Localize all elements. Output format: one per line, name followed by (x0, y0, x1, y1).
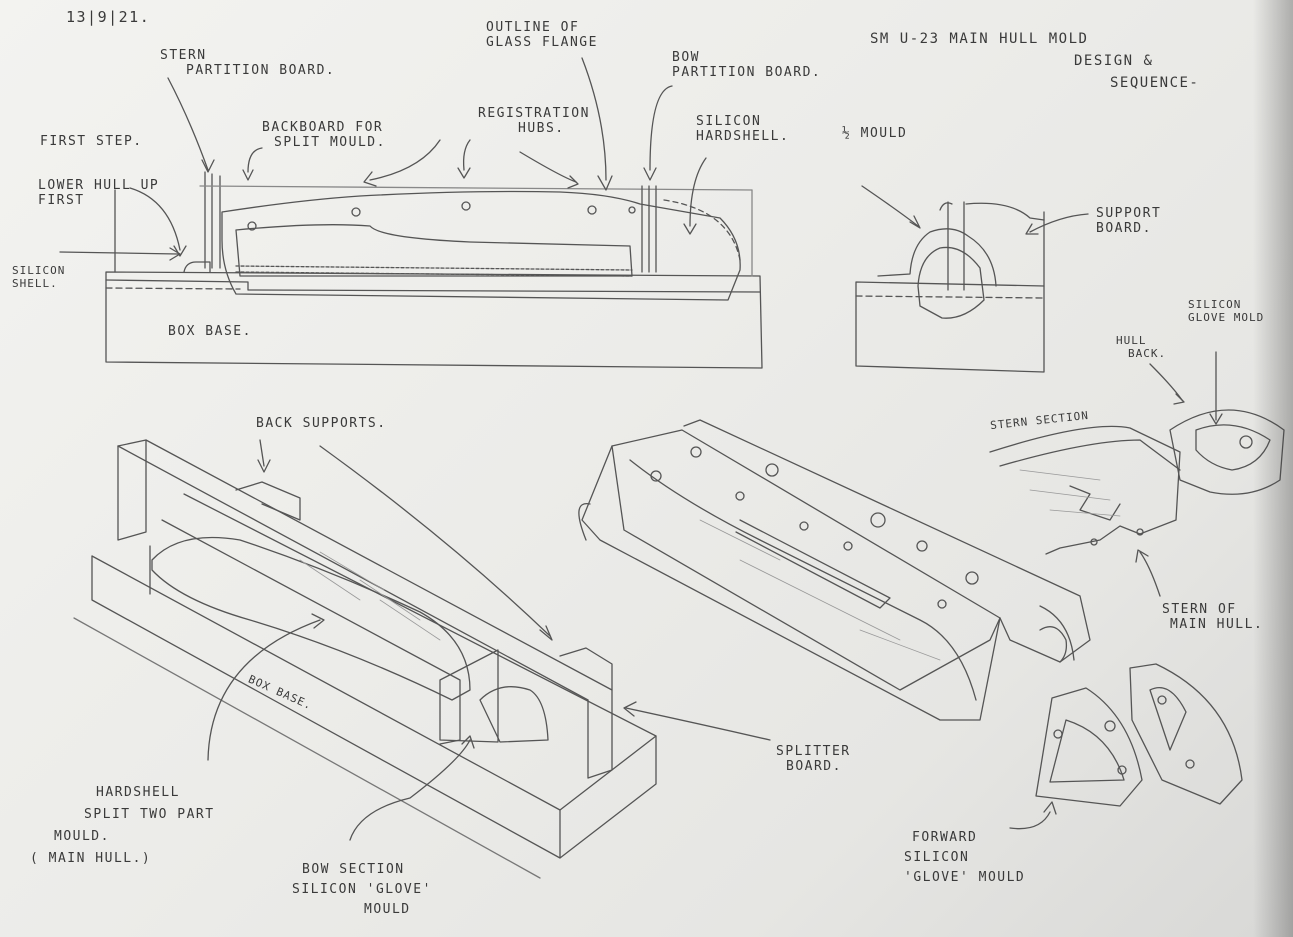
label-line: SILICON (1188, 298, 1242, 311)
label-line: FORWARD (912, 830, 978, 845)
shading-strokes (299, 469, 1121, 661)
label-line: STERN (160, 48, 207, 63)
label-line: STERN OF (1162, 602, 1237, 617)
label-line: MAIN HULL. (1170, 617, 1264, 632)
end-section-view (855, 185, 1089, 373)
label-support-board: SUPPORT BOARD. (1096, 206, 1161, 236)
label-line: SPLITTER (776, 744, 851, 759)
forward-glove-mould-view (1009, 663, 1243, 830)
label-line: HARDSHELL. (696, 129, 790, 144)
label-forward-silicon: FORWARD SILICON 'GLOVE' MOULD (904, 828, 1025, 888)
label-line: PARTITION BOARD. (186, 63, 336, 78)
label-line: SPLIT MOULD. (274, 135, 386, 150)
title-line-3: SEQUENCE- (1110, 75, 1200, 91)
label-stern-partition-board: STERN PARTITION BOARD. (160, 48, 335, 78)
label-line: BOW SECTION (302, 862, 405, 877)
label-line: SILICON (696, 114, 762, 129)
label-hull-back: HULL BACK. (1116, 334, 1166, 360)
label-line: MOULD. (54, 829, 110, 844)
sketch-title: SM U-23 MAIN HULL MOLD DESIGN & SEQUENCE… (870, 28, 1199, 94)
label-line: GLOVE MOLD (1188, 311, 1265, 324)
label-silicon-glove-mold: SILICON GLOVE MOLD (1188, 298, 1264, 324)
label-line: 'GLOVE' MOULD (904, 870, 1026, 885)
label-stern-main-hull: STERN OF MAIN HULL. (1162, 602, 1263, 632)
label-line: PARTITION BOARD. (672, 65, 822, 80)
label-line: SPLIT TWO PART (84, 807, 215, 822)
label-registration-hubs: REGISTRATION HUBS. (478, 106, 590, 136)
label-line: HARDSHELL (96, 785, 180, 800)
label-glass-flange: OUTLINE OF GLASS FLANGE (486, 20, 598, 50)
label-backboard: BACKBOARD FOR SPLIT MOULD. (262, 120, 386, 150)
label-line: SHELL. (12, 277, 58, 290)
stern-section-view (989, 351, 1285, 597)
label-silicon-shell: SILICON SHELL. (12, 264, 65, 290)
split-mould-view (578, 419, 1091, 721)
isometric-box-view (73, 439, 771, 879)
label-bow-section: BOW SECTION SILICON 'GLOVE' MOULD (292, 860, 432, 920)
label-line: REGISTRATION (478, 106, 590, 121)
label-line: LOWER HULL UP (38, 178, 160, 193)
label-line: BACKBOARD FOR (262, 120, 384, 135)
label-line: OUTLINE OF (486, 20, 580, 35)
label-back-supports: BACK SUPPORTS. (256, 416, 387, 431)
label-box-base-side: BOX BASE. (168, 324, 252, 339)
sketch-date: 13|9|21. (66, 8, 151, 26)
label-line: HULL (1116, 334, 1147, 347)
label-line: ( MAIN HULL.) (30, 851, 152, 866)
label-line: SILICON (12, 264, 66, 277)
label-first-step: FIRST STEP. (40, 134, 143, 149)
label-bow-partition-board: BOW PARTITION BOARD. (672, 50, 821, 80)
label-half-mould: ½ MOULD (842, 126, 908, 141)
side-section-view (59, 57, 763, 369)
label-hardshell-split: HARDSHELL SPLIT TWO PART MOULD. ( MAIN H… (30, 782, 215, 870)
label-line: FIRST (38, 193, 85, 208)
label-line: MOULD (364, 902, 411, 917)
label-line: BACK. (1128, 347, 1167, 360)
label-line: SILICON 'GLOVE' (292, 882, 432, 897)
title-line-1: SM U-23 MAIN HULL MOLD (870, 31, 1089, 47)
label-line: BOW (672, 50, 700, 65)
label-line: BOARD. (786, 759, 842, 774)
label-line: BOARD. (1096, 221, 1152, 236)
label-splitter-board: SPLITTER BOARD. (776, 744, 851, 774)
label-lower-hull: LOWER HULL UP FIRST (38, 178, 159, 208)
label-line: GLASS FLANGE (486, 35, 598, 50)
label-line: HUBS. (518, 121, 565, 136)
label-silicon-hardshell: SILICON HARDSHELL. (696, 114, 789, 144)
label-line: SILICON (904, 850, 970, 865)
label-line: SUPPORT (1096, 206, 1162, 221)
title-line-2: DESIGN & (1074, 53, 1154, 69)
